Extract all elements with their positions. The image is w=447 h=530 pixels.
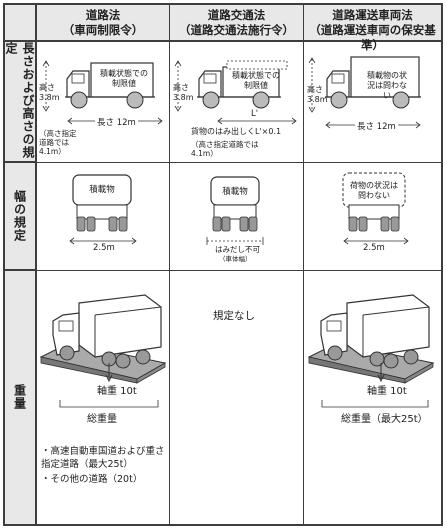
cargo-label: 荷物の状況は問わない xyxy=(350,181,398,200)
column-title: 道路法 xyxy=(85,8,121,22)
overhang-note-sub: （車体幅） xyxy=(219,255,252,263)
height-note: （高さ指定道路では 4.1m） xyxy=(191,140,259,158)
column-header-vehicle-law: 道路運送車両法 （道路運送車両の保安基準） xyxy=(303,5,441,52)
height-note: （高さ指定道路では 4.1m） xyxy=(39,129,77,156)
column-title: 道路運送車両法 xyxy=(332,8,413,22)
length-mark: L' xyxy=(251,109,259,119)
column-subtitle: （車両制限令） xyxy=(62,23,144,37)
axle-weight-label: 軸重 10t xyxy=(97,386,137,397)
grid-line xyxy=(5,162,441,163)
row-label-weight: 重量 xyxy=(5,270,37,524)
width-dimension-arrow xyxy=(69,237,137,245)
grid-line xyxy=(169,5,170,524)
width-dimension-arrow xyxy=(206,237,264,245)
grid-line xyxy=(5,270,441,271)
height-dimension-arrow xyxy=(42,60,50,112)
height-label: 高さ 3.8m xyxy=(173,83,194,102)
grid-line xyxy=(303,5,304,524)
truck-scale-icon xyxy=(307,294,435,384)
bullet-icon: ・ xyxy=(41,474,51,485)
cargo-label: 積載状態での制限値 xyxy=(100,69,148,88)
gross-weight-bracket xyxy=(59,400,159,408)
no-regulation-label: 規定なし xyxy=(213,310,255,322)
truck-side-icon xyxy=(197,60,288,109)
height-label: 高さ 3.8m xyxy=(307,85,328,104)
corner-cell xyxy=(5,5,37,42)
truck-scale-icon xyxy=(39,294,167,384)
width-label: 2.5m xyxy=(93,243,115,253)
width-dimension-arrow xyxy=(343,237,409,245)
column-title: 道路交通法 xyxy=(207,8,266,22)
row-label-width: 幅の規定 xyxy=(5,162,37,270)
axle-weight-label: 軸重 10t xyxy=(367,386,407,397)
column-header-traffic-law: 道路交通法 （道路交通法施行令） xyxy=(169,5,303,42)
gross-weight-bracket xyxy=(321,400,429,408)
truck-rear-icon xyxy=(210,176,260,232)
length-label: 長さ 12m xyxy=(95,118,138,128)
regulation-table: 道路法 （車両制限令） 道路交通法 （道路交通法施行令） 道路運送車両法 （道路… xyxy=(3,3,443,526)
height-dimension-arrow xyxy=(308,57,316,113)
height-dimension-arrow xyxy=(174,60,182,112)
column-subtitle: （道路交通法施行令） xyxy=(179,23,294,37)
overhang-label: 貨物のはみ出しくL'×0.1 xyxy=(191,127,282,136)
cargo-label: 積載物の状況は問わない xyxy=(367,71,407,100)
width-label: 2.5m xyxy=(363,243,385,253)
cargo-label: 積載物 xyxy=(222,187,248,197)
weight-list-item: ・高速自動車国道および重さ指定道路（最大25t） xyxy=(41,445,166,471)
weight-list-text: 高速自動車国道および重さ指定道路（最大25t） xyxy=(41,446,165,470)
cargo-label: 積載物 xyxy=(89,185,115,195)
row-label-size: 長さおよび高さの規定 xyxy=(4,42,37,162)
gross-weight-label: 総重量（最大25t） xyxy=(341,414,428,425)
weight-list-item: ・その他の道路（20t） xyxy=(41,473,142,486)
length-label: 長さ 12m xyxy=(355,122,398,132)
bullet-icon: ・ xyxy=(41,446,51,457)
truck-side-icon xyxy=(65,62,155,109)
truck-rear-icon xyxy=(342,172,406,232)
length-dimension-arrow xyxy=(217,117,297,125)
cargo-label: 積載状態での制限値 xyxy=(232,71,280,90)
weight-list-text: その他の道路（20t） xyxy=(50,474,143,485)
height-label: 高さ 3.8m xyxy=(39,83,60,102)
overhang-note: はみだし不可 xyxy=(215,245,260,254)
gross-weight-label: 総重量 xyxy=(87,414,117,425)
truck-rear-icon xyxy=(72,174,132,232)
truck-side-icon xyxy=(325,56,421,109)
column-subtitle: （道路運送車両の保安基準） xyxy=(309,23,436,52)
column-header-road-law: 道路法 （車両制限令） xyxy=(37,5,169,42)
